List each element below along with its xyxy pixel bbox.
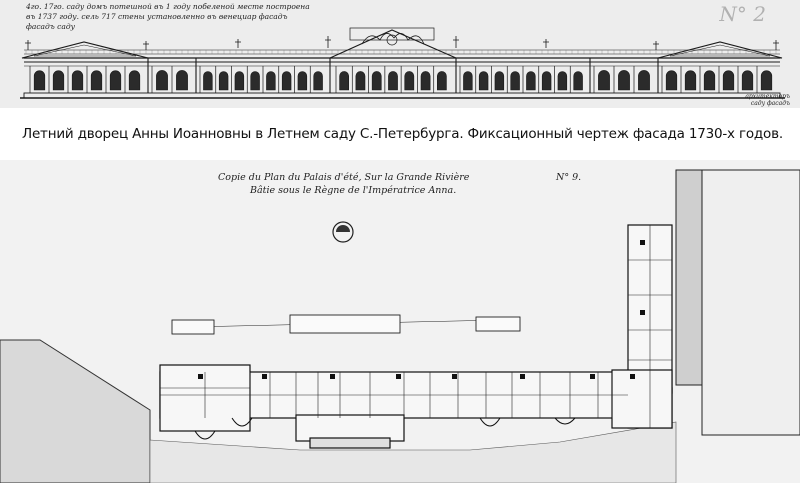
facade-window <box>510 71 520 91</box>
facade-window <box>463 71 473 91</box>
facade-window <box>760 70 773 91</box>
facade-drawing <box>20 27 785 99</box>
stove-mark <box>640 310 645 315</box>
facade-window <box>388 71 398 91</box>
facade-window <box>665 70 678 91</box>
plan-title-line: Copie du Plan du Palais d'été, Sur la Gr… <box>218 172 470 183</box>
stove-mark <box>640 240 645 245</box>
facade-window <box>234 71 245 91</box>
facade-window <box>722 70 735 91</box>
fountain-symbol <box>332 221 354 243</box>
facade-window <box>128 70 141 91</box>
facade-window <box>203 71 213 91</box>
stove-mark <box>198 374 203 379</box>
facade-window <box>573 71 583 91</box>
facade-window <box>541 71 552 91</box>
stove-mark <box>396 374 401 379</box>
facade-window <box>297 71 308 91</box>
facade-window <box>90 70 103 91</box>
facade-window <box>478 71 489 91</box>
facade-window <box>266 71 276 91</box>
stove-mark <box>452 374 457 379</box>
facade-elevation-drawing: N° 2 4го. 17го. саду домъ потешной въ 1 … <box>0 0 800 108</box>
facade-window <box>71 70 84 91</box>
handwritten-note-line: 4го. 17го. саду домъ потешной въ 1 году … <box>26 2 310 11</box>
facade-window <box>703 70 716 91</box>
facade-window <box>494 71 505 91</box>
facade-window <box>176 70 188 91</box>
facade-window <box>218 71 229 91</box>
stove-mark <box>590 374 595 379</box>
plan-title-line: Bâtie sous le Règne de l'Impératrice Ann… <box>250 185 457 196</box>
caption-band <box>0 108 800 160</box>
facade-window <box>526 71 536 91</box>
facade-window <box>436 71 447 91</box>
facade-window <box>684 70 697 91</box>
palace-floor-plan: Copie du Plan du Palais d'été, Sur la Gr… <box>0 160 800 483</box>
plate-number-plan: N° 9. <box>556 172 582 183</box>
stove-mark <box>630 374 635 379</box>
facade-window <box>250 71 260 91</box>
facade-window <box>371 71 382 91</box>
facade-window <box>420 71 431 91</box>
handwritten-corner-note: архитекторъ <box>745 93 790 100</box>
plate-number-elevation: N° 2 <box>719 2 766 26</box>
facade-window <box>741 70 754 91</box>
facade-window <box>557 71 568 91</box>
facade-window <box>598 70 610 91</box>
stove-mark <box>330 374 335 379</box>
facade-window <box>313 71 323 91</box>
stove-mark <box>262 374 267 379</box>
facade-window <box>109 70 122 91</box>
facade-window <box>339 71 350 91</box>
plan-drawing <box>0 169 800 483</box>
facade-window <box>618 70 630 91</box>
handwritten-note-line: фасадъ саду <box>26 22 75 31</box>
facade-window <box>404 71 415 91</box>
facade-window <box>156 70 168 91</box>
handwritten-corner-note: саду фасадъ <box>750 100 790 107</box>
image-caption: Летний дворец Анны Иоанновны в Летнем са… <box>22 126 783 142</box>
stove-mark <box>520 374 525 379</box>
handwritten-note-line: въ 1737 году. сель 717 стены установленн… <box>26 12 288 21</box>
facade-window <box>281 71 292 91</box>
facade-window <box>33 70 46 91</box>
facade-window <box>355 71 366 91</box>
facade-window <box>52 70 65 91</box>
facade-window <box>638 70 650 91</box>
